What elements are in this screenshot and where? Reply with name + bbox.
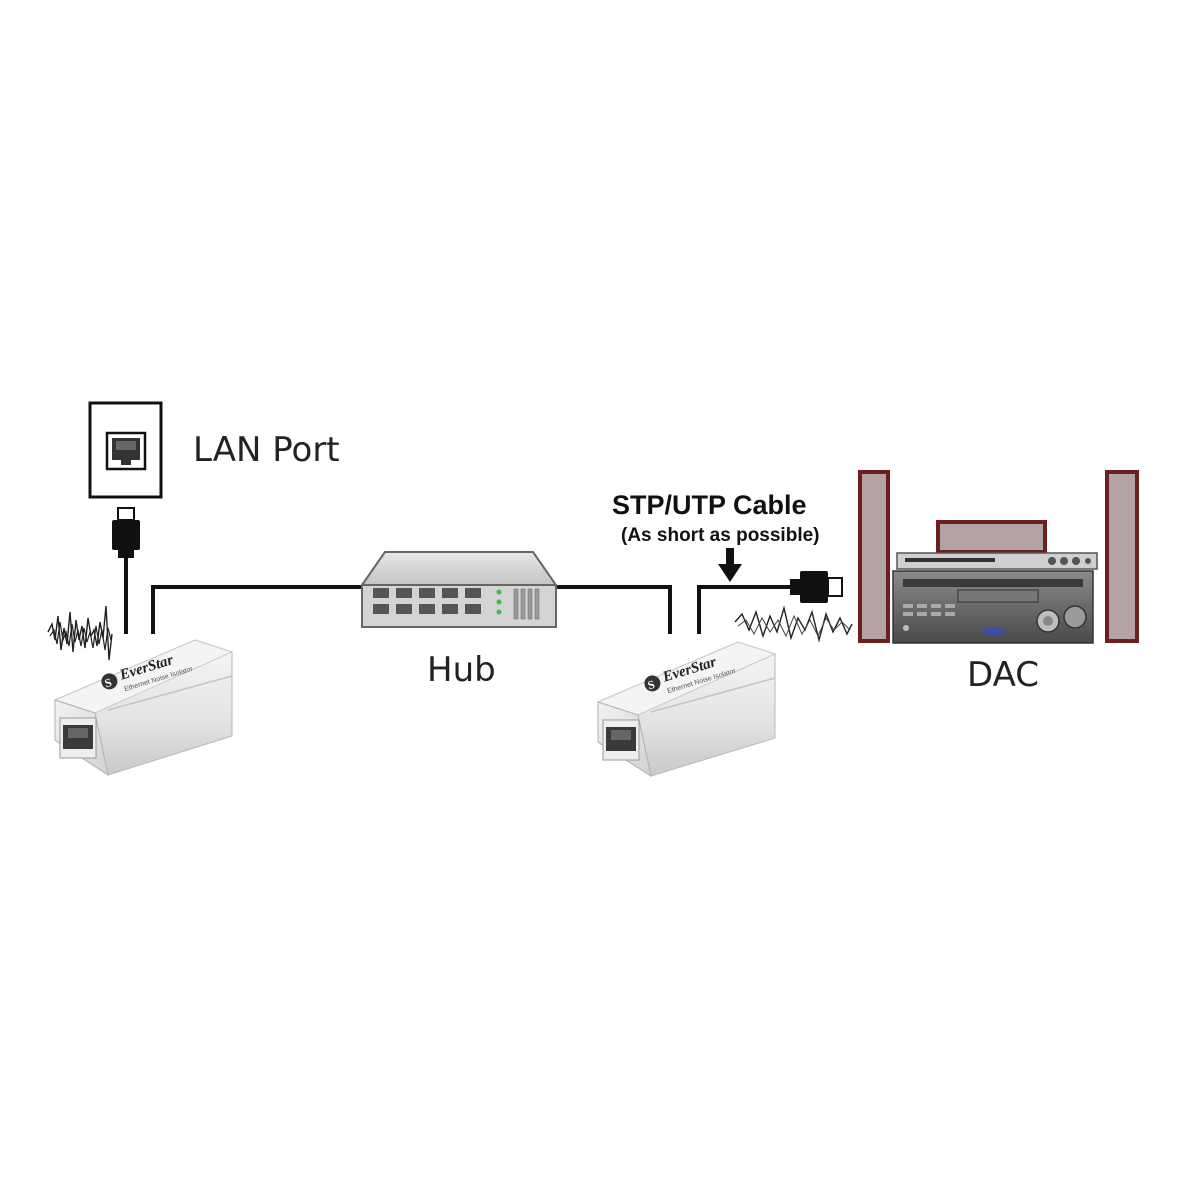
svg-text:S: S <box>646 677 657 692</box>
speaker-right <box>1105 470 1139 643</box>
cable-hub-to-isolator2 <box>556 585 672 634</box>
lan-cable-plug <box>112 507 140 634</box>
dac-label: DAC <box>967 655 1039 695</box>
lan-port-label: LAN Port <box>193 430 340 470</box>
hub-label: Hub <box>427 650 496 690</box>
network-hub <box>360 551 558 628</box>
noise-isolator-left: S EverStar Ethernet Noise Isolator <box>53 639 234 777</box>
clean-wave-right-icon <box>734 605 853 643</box>
cable-title-label: STP/UTP Cable <box>612 490 807 520</box>
av-receiver <box>892 570 1094 644</box>
center-speaker <box>936 520 1047 554</box>
dac-audio-system <box>858 470 1139 644</box>
cable-arrow-icon <box>718 548 742 582</box>
disc-player <box>896 552 1098 570</box>
cable-note-label: (As short as possible) <box>621 525 820 546</box>
svg-text:S: S <box>103 675 114 690</box>
dac-cable-plug <box>790 571 843 603</box>
noise-wave-left-icon <box>47 605 113 661</box>
cable-isolator2-to-dac <box>697 585 790 634</box>
lan-wall-port <box>88 401 163 499</box>
cable-isolator1-to-hub <box>151 585 362 634</box>
speaker-left <box>858 470 890 643</box>
noise-isolator-right: S EverStar Ethernet Noise Isolator <box>596 641 777 778</box>
